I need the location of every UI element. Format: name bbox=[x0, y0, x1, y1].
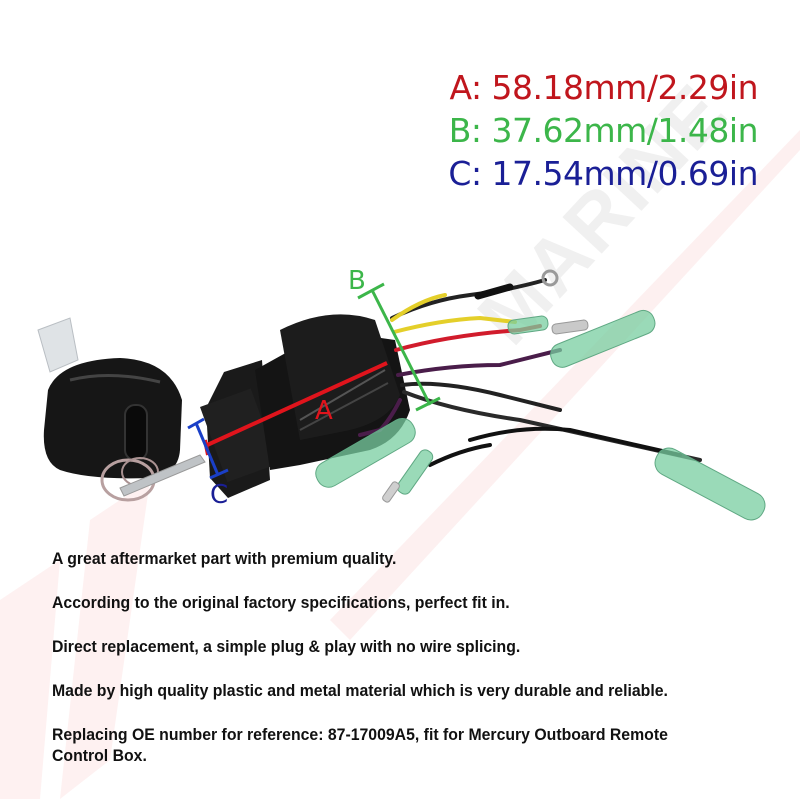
feature-item: Direct replacement, a simple plug & play… bbox=[52, 637, 521, 656]
spec-b: B: 37.62mm/1.48in bbox=[448, 111, 759, 150]
dimension-a-label: A bbox=[315, 396, 333, 426]
feature-item: Replacing OE number for reference: 87-17… bbox=[52, 725, 668, 765]
feature-item: A great aftermarket part with premium qu… bbox=[52, 549, 397, 568]
switch-body bbox=[200, 314, 410, 498]
dimension-c-label: C bbox=[210, 480, 229, 510]
dimension-specs: A: 58.18mm/2.29in B: 37.62mm/1.48in C: 1… bbox=[0, 66, 758, 195]
feature-list: A great aftermarket part with premium qu… bbox=[52, 548, 772, 789]
spec-a: A: 58.18mm/2.29in bbox=[449, 68, 758, 107]
bullet-connectors bbox=[315, 309, 766, 521]
ring-terminal bbox=[541, 269, 559, 287]
dimension-c-line bbox=[187, 417, 229, 480]
feature-item: Made by high quality plastic and metal m… bbox=[52, 681, 668, 700]
key-icon bbox=[37, 317, 206, 502]
dimension-b-line bbox=[357, 282, 441, 412]
feature-item: According to the original factory specif… bbox=[52, 593, 510, 612]
spec-c: C: 17.54mm/0.69in bbox=[448, 154, 758, 193]
ignition-switch-illustration bbox=[37, 269, 766, 521]
dimension-b-label: B bbox=[348, 266, 366, 296]
